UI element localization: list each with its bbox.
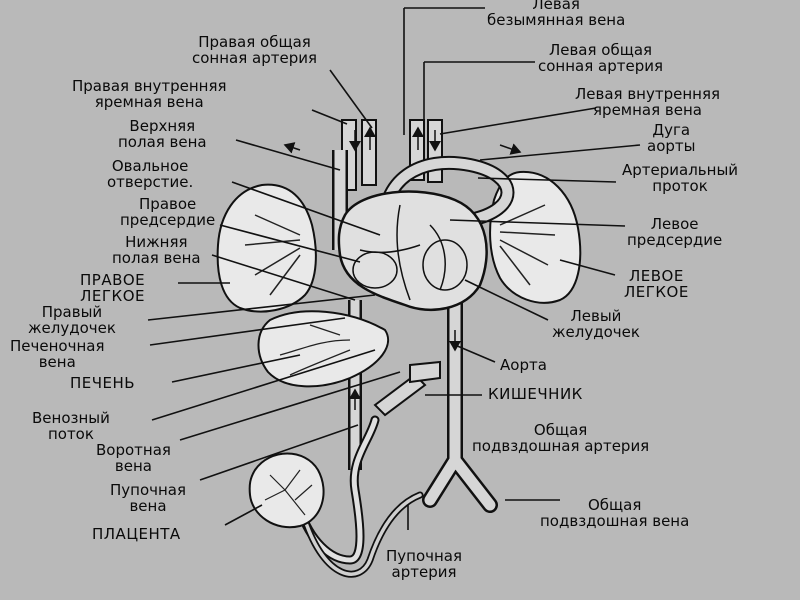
label-left-internal-jugular: Левая внутренняя яремная вена [575,85,721,119]
label-ductus-venosus: Венозный поток [32,409,110,443]
label-placenta: ПЛАЦЕНТА [92,525,181,543]
label-right-ventricle: Правый желудочек [28,303,116,337]
label-left-brachiocephalic-vein: Левая безымянная вена [487,0,626,29]
intestine-shape [373,373,427,417]
label-right-internal-jugular: Правая внутренняя яремная вена [72,77,227,111]
label-common-iliac-artery: Общая подвздошная артерия [472,421,650,455]
leader-lines [147,7,641,530]
label-left-ventricle: Левый желудочек [552,307,640,341]
label-right-atrium: Правое предсердие [120,195,216,229]
label-umbilical-artery: Пупочная артерия [386,547,463,581]
label-left-atrium: Левое предсердие [627,215,723,249]
label-left-lung: ЛЕВОЕ ЛЕГКОЕ [624,267,689,301]
label-right-common-carotid: Правая общая сонная артерия [192,33,317,67]
label-foramen-ovale: Овальное отверстие. [107,157,194,191]
heart-shape [337,190,488,312]
flow-arrows [283,126,522,410]
liver-vessels [279,324,351,376]
label-aortic-arch: Дуга аорты [647,121,696,155]
label-left-common-carotid: Левая общая сонная артерия [538,41,663,75]
label-aorta: Аорта [500,356,547,374]
liver-shape [257,310,390,388]
label-hepatic-vein: Печеночная вена [10,337,105,371]
heart-chambers [352,204,468,301]
label-ductus-arteriosus: Артериальный проток [622,161,739,195]
label-umbilical-vein: Пупочная вена [110,481,187,515]
placenta-vessels [264,469,313,516]
label-liver: ПЕЧЕНЬ [70,374,136,392]
label-intestine: КИШЕЧНИК [488,385,583,403]
placenta-shape [248,452,325,529]
lung-vessels [244,204,556,296]
label-right-lung: ПРАВОЕ ЛЕГКОЕ [80,271,146,305]
label-common-iliac-vein: Общая подвздошная вена [540,496,690,530]
label-inferior-vena-cava: Нижняя полая вена [112,233,201,267]
label-superior-vena-cava: Верхняя полая вена [118,117,207,151]
left-lung-shape [489,170,582,304]
label-portal-vein: Воротная вена [96,441,171,475]
right-lung-shape [216,183,317,313]
